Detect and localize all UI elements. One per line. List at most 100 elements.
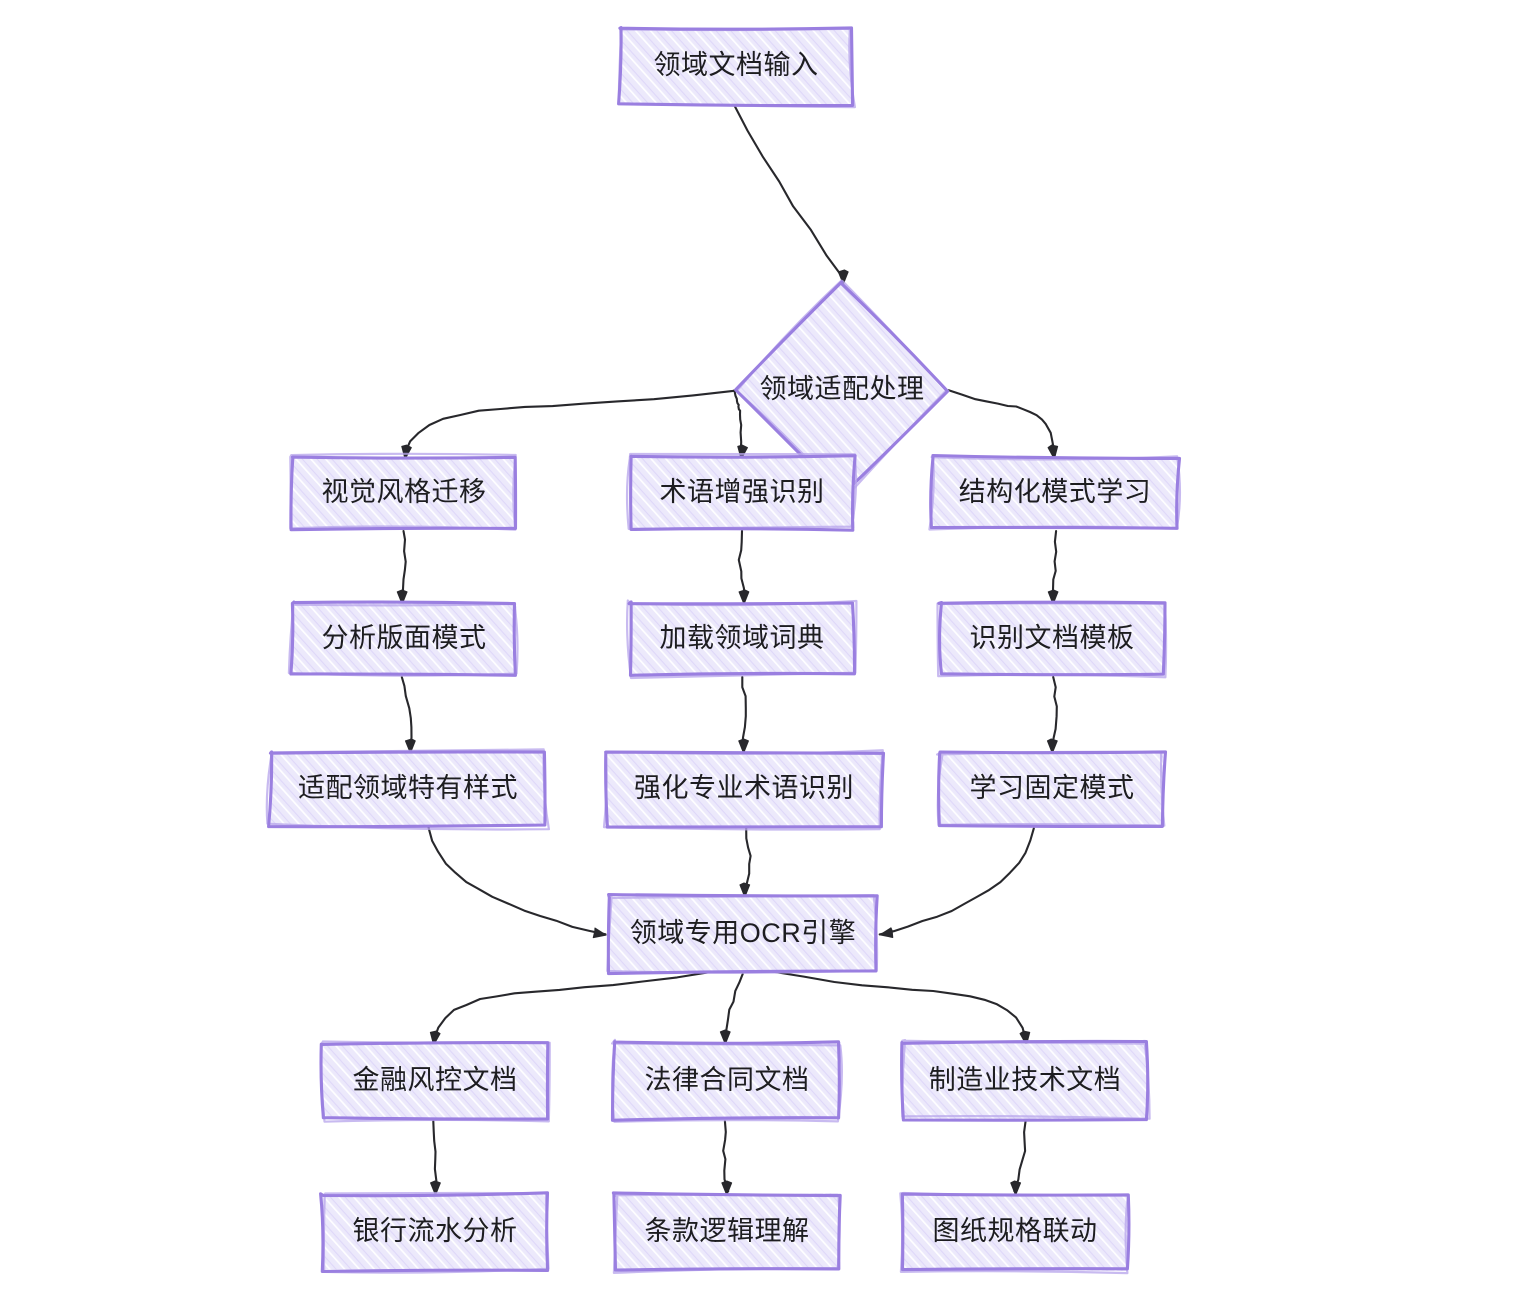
flow-edge <box>427 826 607 939</box>
node-outline <box>606 892 879 976</box>
flow-edge <box>721 1119 733 1196</box>
edge-line <box>400 675 413 751</box>
node-label: 银行流水分析 <box>353 1216 518 1246</box>
node-outline <box>900 1039 1150 1122</box>
node-outline <box>937 600 1167 677</box>
node-outline <box>319 1041 550 1121</box>
flow-node[interactable]: 金融风控文档 <box>319 1040 551 1123</box>
edge-line <box>722 1119 730 1193</box>
edge-line <box>401 529 407 599</box>
flow-node[interactable]: 适配领域特有样式 <box>265 748 550 831</box>
flow-node[interactable]: 银行流水分析 <box>319 1191 550 1274</box>
flow-node[interactable]: 加载领域词典 <box>625 599 858 680</box>
node-fill <box>939 602 1165 676</box>
flow-node[interactable]: 条款逻辑理解 <box>611 1191 842 1274</box>
edge-line <box>744 826 752 894</box>
edge-line <box>432 970 714 1042</box>
node-outline <box>319 1191 550 1274</box>
arrowhead-icon <box>738 589 750 605</box>
flow-edge <box>878 827 1035 938</box>
flow-edge <box>733 104 849 285</box>
node-fill <box>629 602 855 675</box>
flow-node[interactable]: 制造业技术文档 <box>900 1039 1151 1122</box>
edge-line <box>432 1119 438 1191</box>
arrowhead-icon <box>401 444 412 460</box>
flow-node[interactable]: 法律合同文档 <box>610 1038 843 1123</box>
flow-node[interactable]: 视觉风格迁移 <box>289 452 518 532</box>
edge-line <box>737 529 746 600</box>
flow-edge <box>401 389 737 460</box>
node-label: 结构化模式学习 <box>959 477 1152 507</box>
arrowhead-icon <box>1047 444 1059 460</box>
flow-node[interactable]: 术语增强识别 <box>625 452 858 532</box>
arrowhead-icon <box>1047 589 1059 605</box>
arrowhead-icon <box>837 269 849 285</box>
flow-node[interactable]: 领域文档输入 <box>617 26 856 109</box>
node-label: 领域适配处理 <box>760 374 925 404</box>
flow-edge <box>733 389 748 460</box>
node-label: 适配领域特有样式 <box>298 773 518 803</box>
node-outline <box>929 453 1182 530</box>
node-label: 领域文档输入 <box>654 50 819 80</box>
node-fill <box>613 1193 841 1271</box>
edges-layer <box>396 104 1059 1196</box>
node-outline <box>267 750 547 829</box>
node-fill <box>629 456 855 530</box>
flow-edge <box>739 826 752 898</box>
node-outline <box>900 1192 1131 1272</box>
flow-edge <box>947 389 1059 460</box>
edge-line <box>427 826 607 936</box>
flow-node[interactable]: 强化专业术语识别 <box>602 749 886 831</box>
flow-node[interactable]: 识别文档模板 <box>936 600 1168 679</box>
arrowhead-icon <box>404 738 416 754</box>
flow-node[interactable]: 分析版面模式 <box>287 600 519 677</box>
node-fill <box>931 456 1179 530</box>
edge-line <box>741 675 747 749</box>
node-fill <box>939 751 1165 827</box>
edge-line <box>1051 529 1058 600</box>
node-fill <box>901 1193 1129 1271</box>
arrowhead-icon <box>739 882 751 898</box>
arrowhead-icon <box>719 1029 731 1045</box>
flow-node[interactable]: 图纸规格联动 <box>899 1191 1131 1275</box>
arrowhead-icon <box>1010 1180 1022 1196</box>
node-outline <box>629 454 857 532</box>
node-outline <box>611 1191 842 1272</box>
flow-edge <box>400 675 416 754</box>
node-fill <box>606 751 883 827</box>
node-outline <box>610 1040 841 1122</box>
node-outline <box>289 600 517 677</box>
arrowhead-icon <box>879 927 894 938</box>
flow-node[interactable]: 学习固定模式 <box>936 750 1168 829</box>
flow-edge <box>1046 675 1058 754</box>
edge-line <box>1013 1119 1027 1193</box>
arrowhead-icon <box>737 444 748 460</box>
arrowhead-icon <box>592 927 607 939</box>
arrowhead-icon <box>721 1180 733 1196</box>
node-label: 分析版面模式 <box>322 623 487 653</box>
arrowhead-icon <box>1046 738 1058 754</box>
node-fill <box>269 751 546 827</box>
flow-edge <box>719 972 744 1045</box>
flow-node[interactable]: 领域专用OCR引擎 <box>606 892 879 976</box>
node-label: 视觉风格迁移 <box>322 477 487 507</box>
node-label: 图纸规格联动 <box>933 1216 1098 1246</box>
node-fill <box>901 1042 1149 1120</box>
arrowhead-icon <box>738 738 749 754</box>
arrowhead-icon <box>396 589 408 605</box>
node-label: 识别文档模板 <box>970 623 1135 653</box>
node-fill <box>291 602 517 675</box>
node-label: 强化专业术语识别 <box>634 773 854 803</box>
edge-line <box>403 389 737 455</box>
flow-node[interactable]: 结构化模式学习 <box>928 453 1182 531</box>
node-fill <box>619 27 853 105</box>
flow-edge <box>770 970 1031 1046</box>
node-outline <box>937 750 1168 829</box>
flow-edge <box>396 529 408 605</box>
node-fill <box>609 895 877 973</box>
flow-edge <box>1047 529 1059 605</box>
node-label: 领域专用OCR引擎 <box>630 918 857 948</box>
